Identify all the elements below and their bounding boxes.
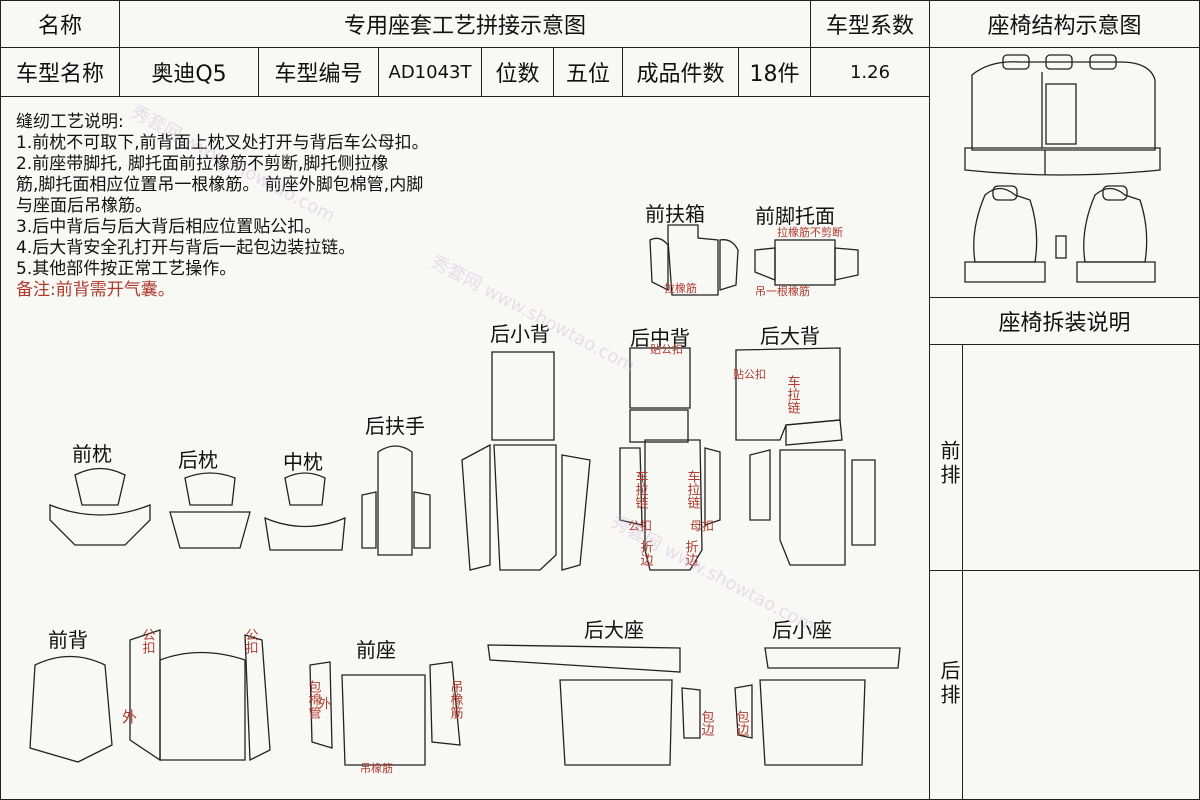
piece-front-armbox (649, 224, 739, 296)
annotation-middle-back-stick: 贴公扣 (650, 342, 683, 356)
annotation-front-back-outer: 外 (122, 708, 137, 726)
annotation-middle-back-snap: 公扣 (628, 519, 652, 533)
annotation-footrest-nocut: 拉橡筋不剪断 (777, 225, 843, 239)
notes-item: 4.后大背安全孔打开与背后一起包边装拉链。 (16, 238, 356, 258)
piece-middle-headrest (264, 472, 346, 551)
front-row-label: 前排 (937, 440, 961, 488)
annotation-front-back-snap-right: 公扣 (243, 628, 259, 654)
piece-rear-small-seat (734, 647, 901, 766)
label-rear-small-back: 后小背 (490, 322, 550, 346)
piece-front-footrest (754, 239, 859, 286)
piece-count-label-cell: 成品件数 (622, 47, 739, 97)
notes-item: 1.前枕不可取下,前背面上枕叉处打开与背后车公母扣。 (16, 133, 429, 153)
model-name-label: 车型名称 (15, 62, 104, 87)
notes-item: 3.后中背后与后大背后相应位置贴公扣。 (16, 217, 322, 237)
label-front-footrest: 前脚托面 (755, 204, 835, 228)
label-rear-big-seat: 后大座 (584, 618, 644, 642)
structure-title: 座椅结构示意图 (987, 14, 1142, 39)
notes-heading: 缝纫工艺说明: (16, 112, 124, 132)
piece-count-label: 成品件数 (636, 62, 725, 87)
coeff-label: 车型系数 (825, 14, 914, 39)
annotation-front-seat-hang-side: 吊橡筋 (448, 680, 464, 719)
sewing-notes: 缝纫工艺说明: 1.前枕不可取下,前背面上枕叉处打开与背后车公母扣。 2.前座带… (16, 112, 616, 301)
coeff-label-cell: 车型系数 (810, 0, 930, 48)
notes-item: 2.前座带脚托, 脚托面前拉橡筋不剪断,脚托侧拉橡 (16, 154, 389, 174)
seats-cell: 五位 (553, 47, 623, 97)
notes-item: 与座面后吊橡筋。 (16, 196, 152, 216)
piece-rear-big-back (735, 347, 876, 566)
annotation-footrest-hang: 吊一根橡筋 (755, 284, 810, 298)
model-name: 奥迪Q5 (151, 62, 227, 87)
piece-front-seat (309, 661, 461, 766)
disassembly-title: 座椅拆装说明 (998, 311, 1131, 336)
piece-front-back (29, 629, 271, 763)
piece-rear-middle-back (619, 347, 721, 571)
structure-front-seats (964, 185, 1156, 283)
annotation-big-back-zipper: 车拉链 (785, 374, 801, 415)
annotation-small-seat-wrap: 包边 (734, 710, 750, 737)
seats-value: 五位 (565, 62, 610, 87)
label-front-seat: 前座 (356, 638, 396, 662)
label-front-headrest: 前枕 (72, 442, 112, 466)
label-front-back: 前背 (48, 628, 88, 652)
name-label: 名称 (37, 14, 82, 39)
label-rear-big-back: 后大背 (760, 324, 820, 348)
notes-remark: 备注:前背需开气囊。 (16, 280, 175, 300)
annotation-middle-back-zipper-right: 车拉链 (685, 469, 701, 510)
seats-label-cell: 位数 (481, 47, 554, 97)
model-name-cell: 奥迪Q5 (119, 47, 259, 97)
page-title: 专用座套工艺拼接示意图 (343, 14, 586, 39)
notes-item: 筋,脚托面相应位置吊一根橡筋。 前座外脚包棉管,内脚 (16, 175, 424, 195)
label-middle-headrest: 中枕 (283, 450, 323, 474)
model-code-label: 车型编号 (274, 62, 363, 87)
annotation-middle-back-fold-left: 折边 (638, 540, 654, 567)
rear-row-label: 后排 (937, 660, 961, 708)
coeff-value: 1.26 (849, 61, 891, 83)
model-code: AD1043T (388, 61, 472, 83)
annotation-big-back-stick: 贴公扣 (733, 367, 766, 381)
label-rear-middle-back: 后中背 (630, 326, 690, 350)
label-rear-small-seat: 后小座 (772, 618, 832, 642)
annotation-middle-back-fold-right: 折边 (683, 540, 699, 567)
piece-rear-small-back (461, 351, 591, 571)
annotation-front-seat-hang: 吊橡筋 (360, 761, 393, 775)
piece-rear-big-seat (487, 644, 701, 766)
label-front-armbox: 前扶箱 (645, 202, 705, 226)
annotation-middle-back-zipper-left: 车拉链 (633, 469, 649, 510)
label-rear-armrest: 后扶手 (365, 414, 425, 438)
piece-rear-headrest (169, 472, 251, 549)
piece-front-headrest (49, 467, 151, 546)
annotation-front-seat-outer: 外 (318, 697, 331, 712)
label-rear-headrest: 后枕 (178, 448, 218, 472)
annotation-front-back-snap-left: 公扣 (140, 628, 156, 654)
annotation-middle-back-female: 母扣 (690, 519, 714, 533)
notes-item: 5.其他部件按正常工艺操作。 (16, 259, 237, 279)
structure-rear-bench (964, 54, 1161, 176)
piece-count: 18件 (749, 62, 800, 87)
annotation-armbox-pull-elastic: 拉橡筋 (664, 281, 697, 295)
annotation-big-seat-wrap: 包边 (699, 710, 715, 737)
piece-rear-armrest (361, 445, 431, 556)
annotation-cotton-tube: 包棉管 (306, 680, 322, 720)
seats-label: 位数 (495, 62, 540, 87)
